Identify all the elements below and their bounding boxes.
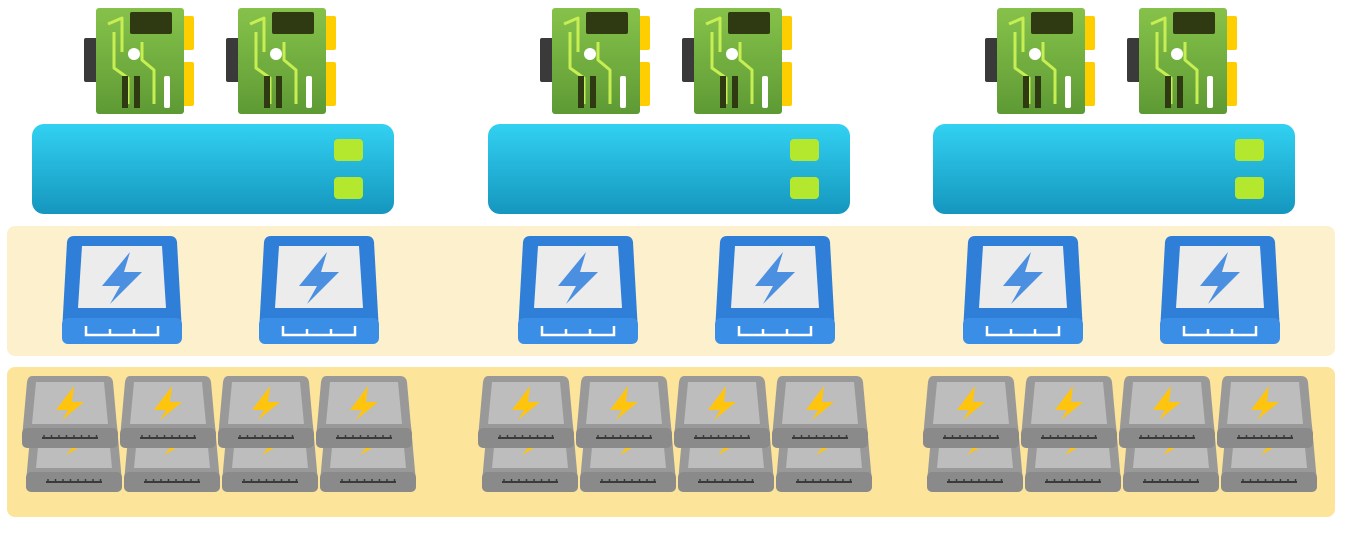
capacity-drive-icon bbox=[218, 376, 318, 492]
server-led bbox=[790, 139, 819, 161]
cache-tier-band bbox=[7, 226, 1335, 356]
network-adapter-card-icon bbox=[682, 8, 792, 114]
nvme-ssd-icon bbox=[62, 236, 182, 344]
server-icon bbox=[933, 124, 1295, 214]
capacity-drive-icon bbox=[1119, 376, 1219, 492]
capacity-drive-icon bbox=[923, 376, 1023, 492]
server-node bbox=[478, 8, 872, 492]
capacity-drive-icon bbox=[316, 376, 416, 492]
capacity-drive-icon bbox=[22, 376, 122, 492]
server-led bbox=[1235, 177, 1264, 199]
nvme-ssd-icon bbox=[1160, 236, 1280, 344]
server-led bbox=[790, 177, 819, 199]
network-adapter-card-icon bbox=[985, 8, 1095, 114]
server-led bbox=[1235, 139, 1264, 161]
capacity-drive-icon bbox=[772, 376, 872, 492]
capacity-drive-icon bbox=[478, 376, 578, 492]
network-adapter-card-icon bbox=[540, 8, 650, 114]
capacity-drive-icon bbox=[1217, 376, 1317, 492]
network-adapter-card-icon bbox=[84, 8, 194, 114]
server-nodes bbox=[22, 8, 1317, 492]
capacity-drive-icon bbox=[120, 376, 220, 492]
nvme-ssd-icon bbox=[259, 236, 379, 344]
capacity-drive-icon bbox=[674, 376, 774, 492]
nvme-ssd-icon bbox=[963, 236, 1083, 344]
server-node bbox=[22, 8, 416, 492]
capacity-drive-icon bbox=[576, 376, 676, 492]
nvme-ssd-icon bbox=[518, 236, 638, 344]
server-led bbox=[334, 177, 363, 199]
server-icon bbox=[488, 124, 850, 214]
network-adapter-card-icon bbox=[1127, 8, 1237, 114]
server-node bbox=[923, 8, 1317, 492]
capacity-drive-icon bbox=[1021, 376, 1121, 492]
server-icon bbox=[32, 124, 394, 214]
network-adapter-card-icon bbox=[226, 8, 336, 114]
server-led bbox=[334, 139, 363, 161]
nvme-ssd-icon bbox=[715, 236, 835, 344]
